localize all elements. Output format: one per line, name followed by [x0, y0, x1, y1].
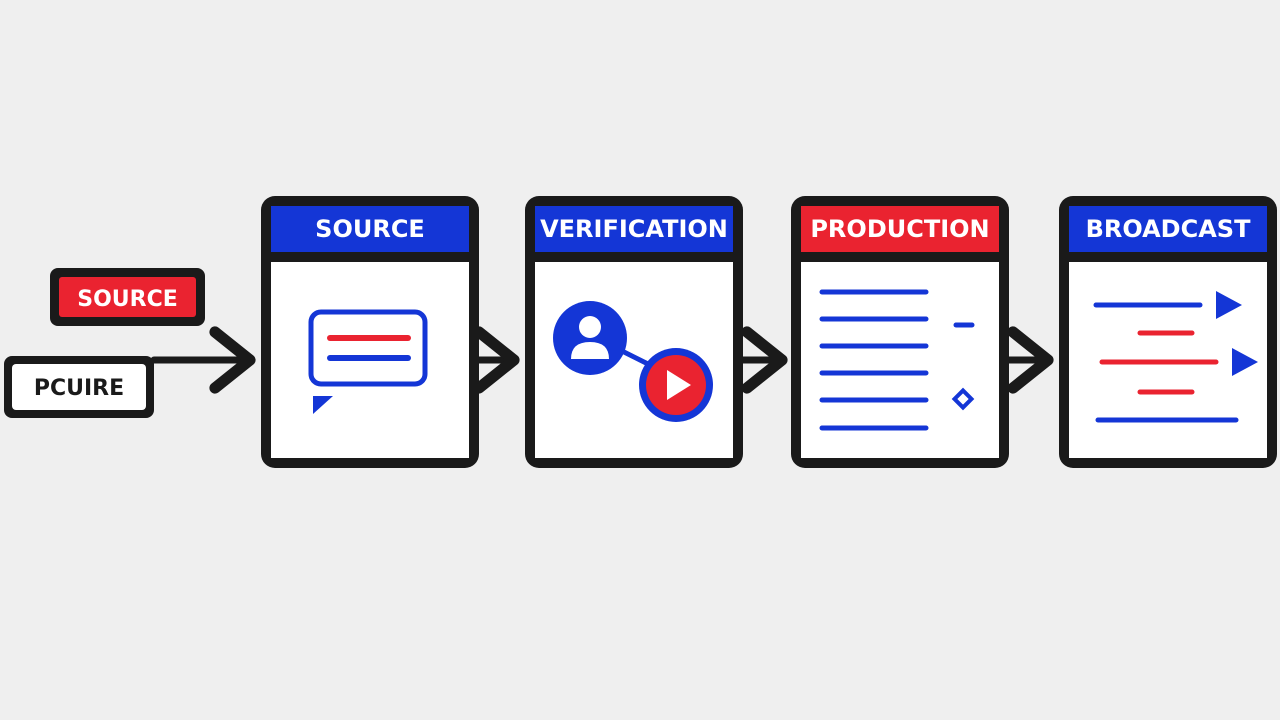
source-tag: SOURCE — [50, 268, 205, 326]
stage-verification-header — [535, 206, 733, 252]
stage-source-header — [271, 206, 469, 252]
script-lines-icon — [819, 289, 975, 431]
stage-broadcast-header — [1069, 206, 1267, 252]
picture-tag-label: PCUIRE — [34, 376, 124, 401]
stage-verification: VERIFICATION — [525, 196, 743, 468]
stage-broadcast-title: BROADCAST — [1086, 215, 1252, 243]
stage-broadcast: BROADCAST — [1059, 196, 1277, 468]
stage-production-title: PRODUCTION — [810, 215, 989, 243]
play-icon — [639, 348, 713, 422]
stage-production: PRODUCTION — [791, 196, 1009, 468]
stage-verification-title: VERIFICATION — [540, 215, 728, 243]
source-tag-label: SOURCE — [77, 287, 178, 312]
broadcast-lines-icon — [1093, 291, 1258, 423]
user-to-video-icon — [553, 301, 713, 422]
stage-production-header — [801, 206, 999, 252]
user-icon — [553, 301, 627, 375]
stage-source-title: SOURCE — [315, 215, 425, 243]
picture-tag: PCUIRE — [4, 356, 154, 418]
message-bubble-icon — [308, 309, 428, 414]
stage-source: SOURCE — [261, 196, 479, 468]
